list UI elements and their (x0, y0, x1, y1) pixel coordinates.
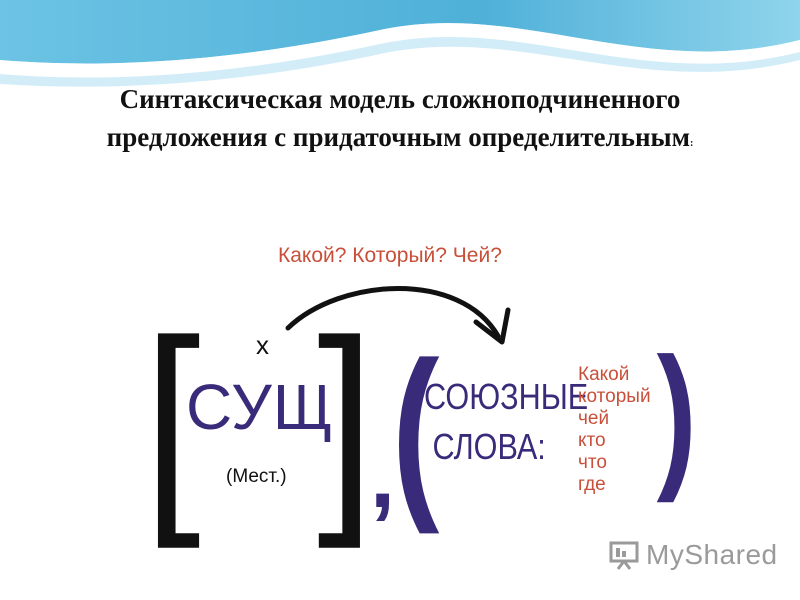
title-line-2-text: предложения с придаточным определительны… (106, 122, 690, 152)
list-item: кто (578, 430, 606, 451)
watermark-text: MyShared (646, 539, 778, 570)
sub-clause-open-paren: ( (391, 323, 440, 535)
clause-comma: , (370, 427, 396, 527)
title-line-2: предложения с придаточным определительны… (0, 118, 800, 163)
noun-label: СУЩ (186, 371, 334, 443)
conjunctive-words-line-1: СОЮЗНЫЕ (424, 376, 589, 417)
conjunctive-words-list: Какой который чей кто что где (578, 364, 651, 496)
list-item: где (578, 474, 606, 495)
pronoun-label: (Мест.) (226, 466, 287, 487)
list-item: чей (578, 408, 610, 429)
conjunctive-words-label: СОЮЗНЫЕ СЛОВА: (424, 372, 588, 472)
abbreviation-dot (346, 420, 352, 426)
noun-mark: х (256, 330, 269, 360)
title-line-1: Синтаксическая модель сложноподчиненного (119, 84, 681, 114)
sub-clause-close-paren: ) (656, 324, 697, 503)
conjunctive-words-line-2: СЛОВА: (432, 426, 546, 467)
list-item: который (578, 386, 651, 407)
question-arrow (285, 286, 511, 345)
header-wave-decoration (0, 0, 800, 87)
question-words-label: Какой? Который? Чей? (278, 244, 502, 267)
list-item: что (578, 452, 607, 473)
main-clause-close-bracket: ] (317, 292, 375, 549)
main-clause-open-bracket: [ (143, 292, 201, 549)
title-colon: : (689, 138, 694, 149)
slide-title: Синтаксическая модель сложноподчиненного… (0, 80, 800, 163)
list-item: Какой (578, 364, 630, 385)
watermark-logo: MyShared (608, 538, 778, 572)
presentation-board-icon (609, 541, 639, 570)
